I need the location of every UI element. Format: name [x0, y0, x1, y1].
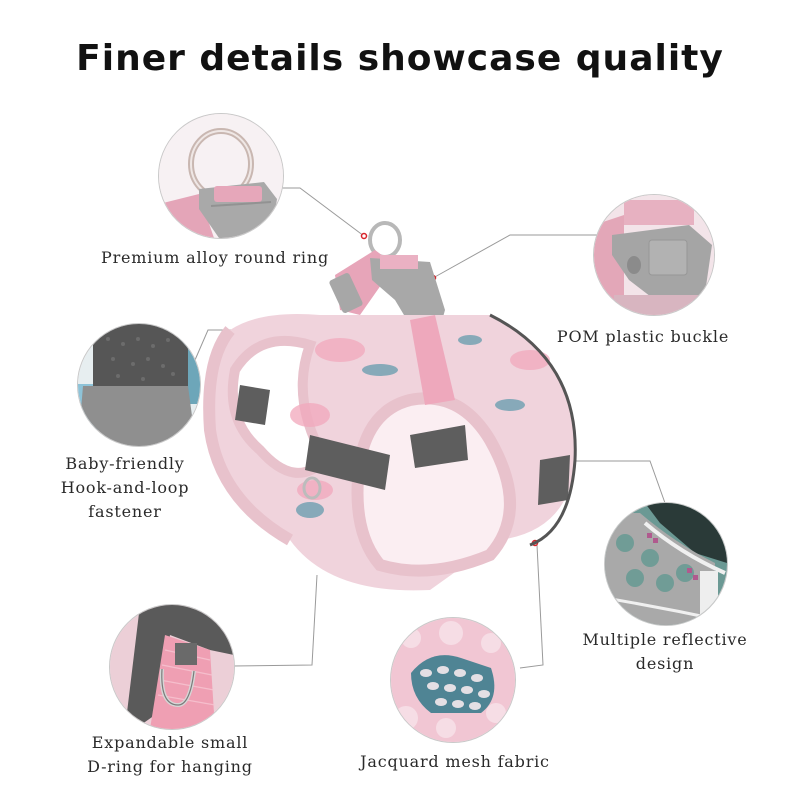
reflective-strip-left — [235, 385, 270, 425]
mesh-fabric-closeup — [390, 617, 516, 743]
reflective-strip-right — [410, 425, 468, 468]
round-ring-label: Premium alloy round ring — [95, 246, 335, 270]
small-d-ring-closeup — [109, 604, 235, 730]
hook-loop-label-line: fastener — [88, 502, 162, 521]
buckle-closeup — [593, 194, 715, 316]
buckle-strap — [380, 255, 418, 269]
hook-loop-closeup — [77, 323, 201, 447]
reflective-label-line: design — [635, 654, 695, 673]
leg-opening-center — [351, 392, 516, 577]
hook-loop-label-line: Hook-and-loop — [60, 478, 190, 497]
buckle-label-text: POM plastic buckle — [556, 327, 730, 346]
d-ring-label-line: Expandable small — [91, 733, 249, 752]
small-d-ring — [302, 476, 322, 500]
reflective-label: Multiple reflective design — [565, 628, 765, 676]
body-trim-left — [203, 326, 293, 546]
reflective-label-line: Multiple reflective — [582, 630, 748, 649]
body-trim — [489, 313, 577, 547]
d-ring-label-line: D-ring for hanging — [87, 757, 253, 776]
mesh-label-text: Jacquard mesh fabric — [360, 752, 550, 771]
buckle-left — [329, 273, 363, 313]
hook-loop-label-line: Baby-friendly — [65, 454, 185, 473]
mesh-label: Jacquard mesh fabric — [355, 750, 555, 774]
chest-strap — [410, 315, 455, 405]
d-ring-label: Expandable small D-ring for hanging — [80, 731, 260, 779]
hook-loop-label: Baby-friendly Hook-and-loop fastener — [40, 452, 210, 524]
buckle — [370, 258, 445, 328]
reflective-closeup — [604, 502, 728, 626]
round-ring-label-text: Premium alloy round ring — [101, 248, 329, 267]
harness-product-image — [203, 221, 577, 591]
reflective-strip-mid — [305, 435, 390, 490]
page-title: Finer details showcase quality — [76, 38, 724, 79]
buckle-label: POM plastic buckle — [553, 325, 733, 349]
round-ring-closeup — [158, 113, 284, 239]
reflective-strip-side — [538, 455, 570, 505]
